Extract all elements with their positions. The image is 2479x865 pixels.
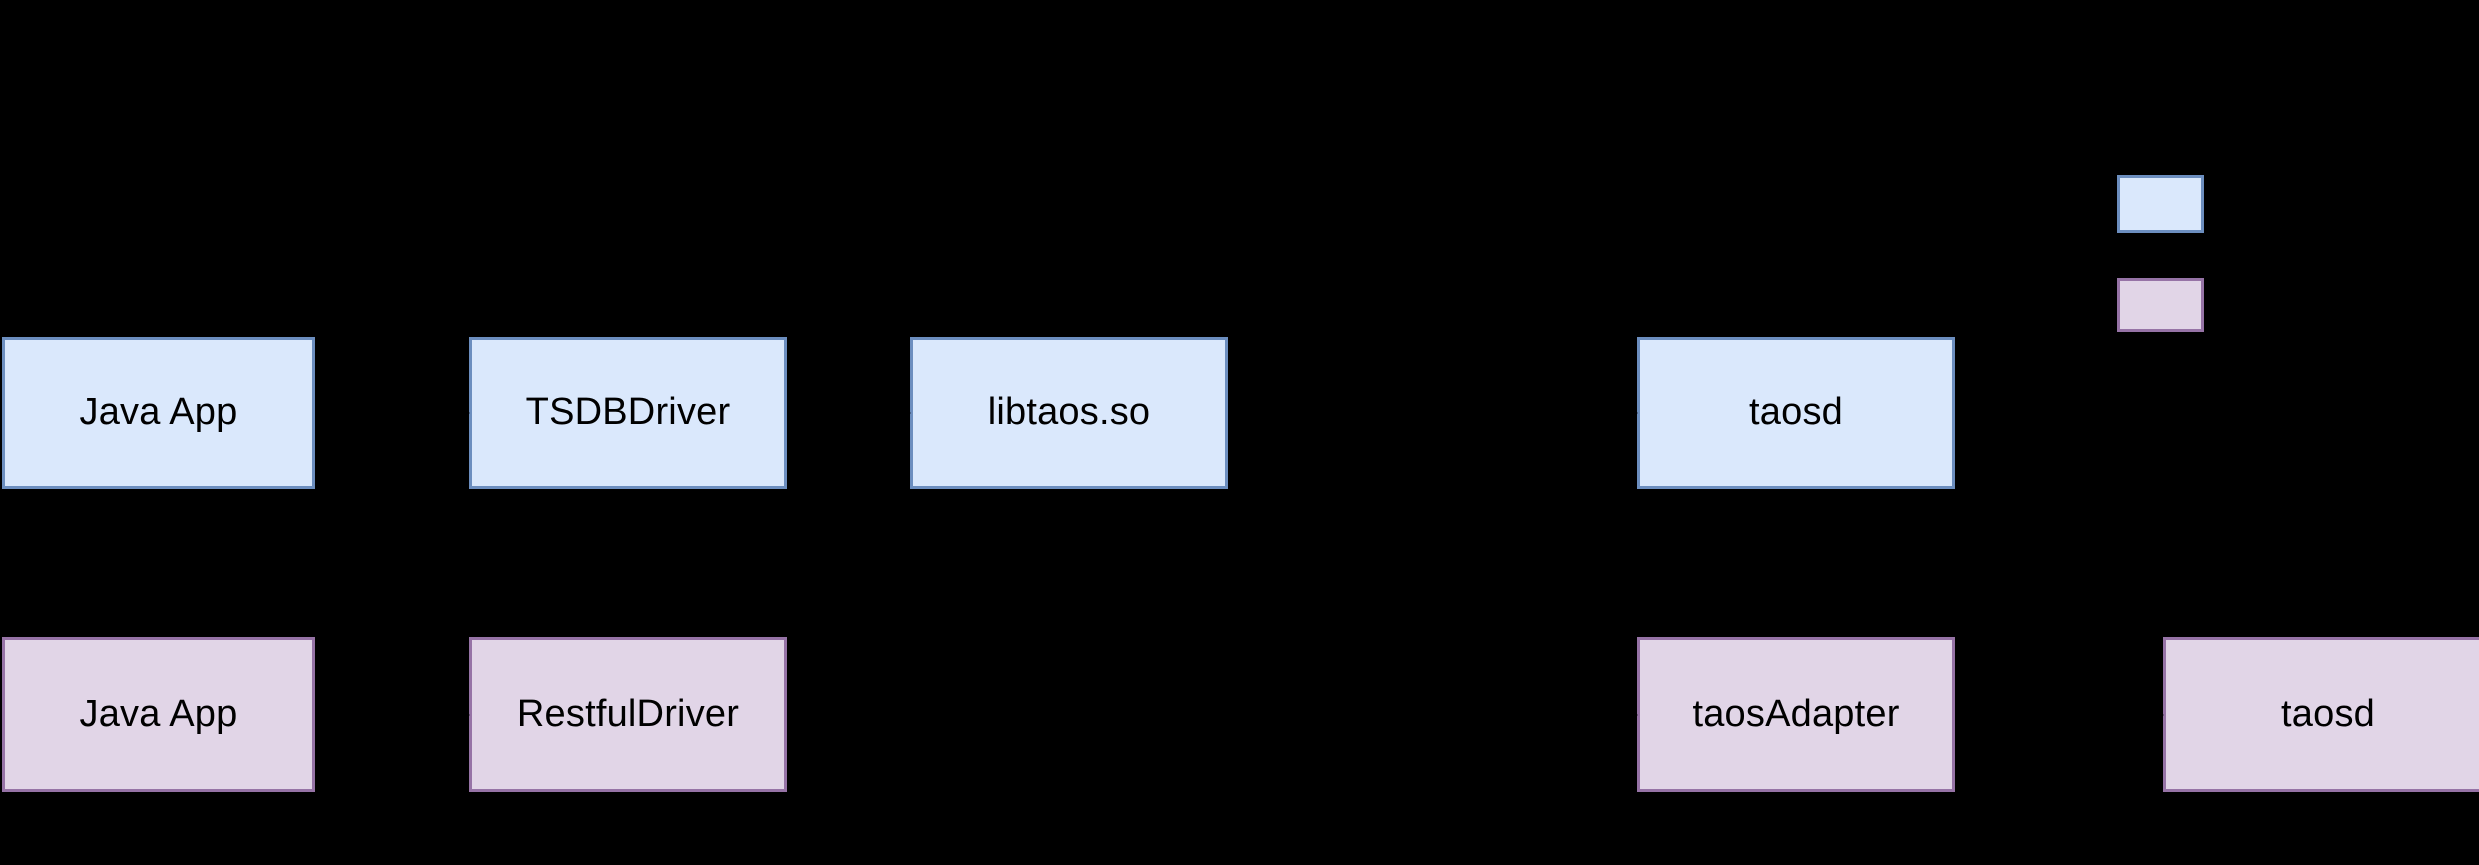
node-rest-restful-driver[interactable]: RestfulDriver (469, 637, 787, 792)
edge-native-libtaos-to-taosd (1228, 407, 1638, 419)
node-native-libtaos-so[interactable]: libtaos.so (910, 337, 1228, 489)
node-native-tsdb-driver[interactable]: TSDBDriver (469, 337, 787, 489)
node-rest-taosd[interactable]: taosd (2163, 637, 2479, 792)
node-native-java-app[interactable]: Java App (2, 337, 315, 489)
arrow-head-icon (1627, 709, 1638, 721)
node-label: Java App (79, 391, 238, 434)
node-label: TSDBDriver (525, 391, 731, 434)
legend-swatch-rest-connection[interactable] (2117, 278, 2204, 332)
node-label: taosd (2281, 692, 2375, 735)
node-label: taosAdapter (1692, 692, 1900, 735)
node-label: libtaos.so (987, 391, 1151, 434)
arrow-head-icon (2153, 709, 2164, 721)
node-label: RestfulDriver (516, 692, 740, 735)
node-native-taosd[interactable]: taosd (1637, 337, 1955, 489)
legend-swatch-native-connection[interactable] (2117, 175, 2204, 233)
node-label: Java App (79, 692, 238, 735)
node-rest-java-app[interactable]: Java App (2, 637, 315, 792)
edge-rest-app-to-driver (315, 709, 470, 721)
node-rest-taos-adapter[interactable]: taosAdapter (1637, 637, 1955, 792)
edge-rest-driver-to-adapter (787, 709, 1638, 721)
arrow-head-icon (1627, 407, 1638, 419)
arrow-head-icon (459, 709, 470, 721)
edge-native-driver-to-libtaos (787, 407, 911, 419)
edge-rest-adapter-to-taosd (1955, 709, 2164, 721)
arrow-head-icon (459, 407, 470, 419)
arrow-head-icon (900, 407, 911, 419)
node-label: taosd (1749, 391, 1843, 434)
edge-native-app-to-driver (315, 407, 470, 419)
